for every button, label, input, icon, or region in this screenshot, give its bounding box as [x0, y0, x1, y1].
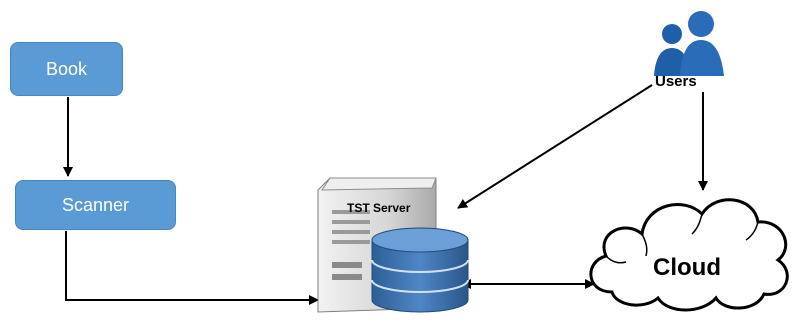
cloud-label: Cloud [653, 254, 721, 281]
scanner-node: Scanner [15, 180, 176, 230]
arrow-users-to-server [457, 84, 653, 209]
users-icon [654, 11, 724, 76]
scanner-label: Scanner [61, 194, 130, 215]
server-label: TST Server [347, 201, 411, 215]
book-label: Book [45, 58, 88, 79]
arrow-scanner-to-server [65, 231, 319, 305]
database-icon [371, 227, 469, 313]
cloud-icon [589, 198, 789, 312]
book-node: Book [10, 42, 123, 96]
users-label: Users [655, 73, 697, 90]
